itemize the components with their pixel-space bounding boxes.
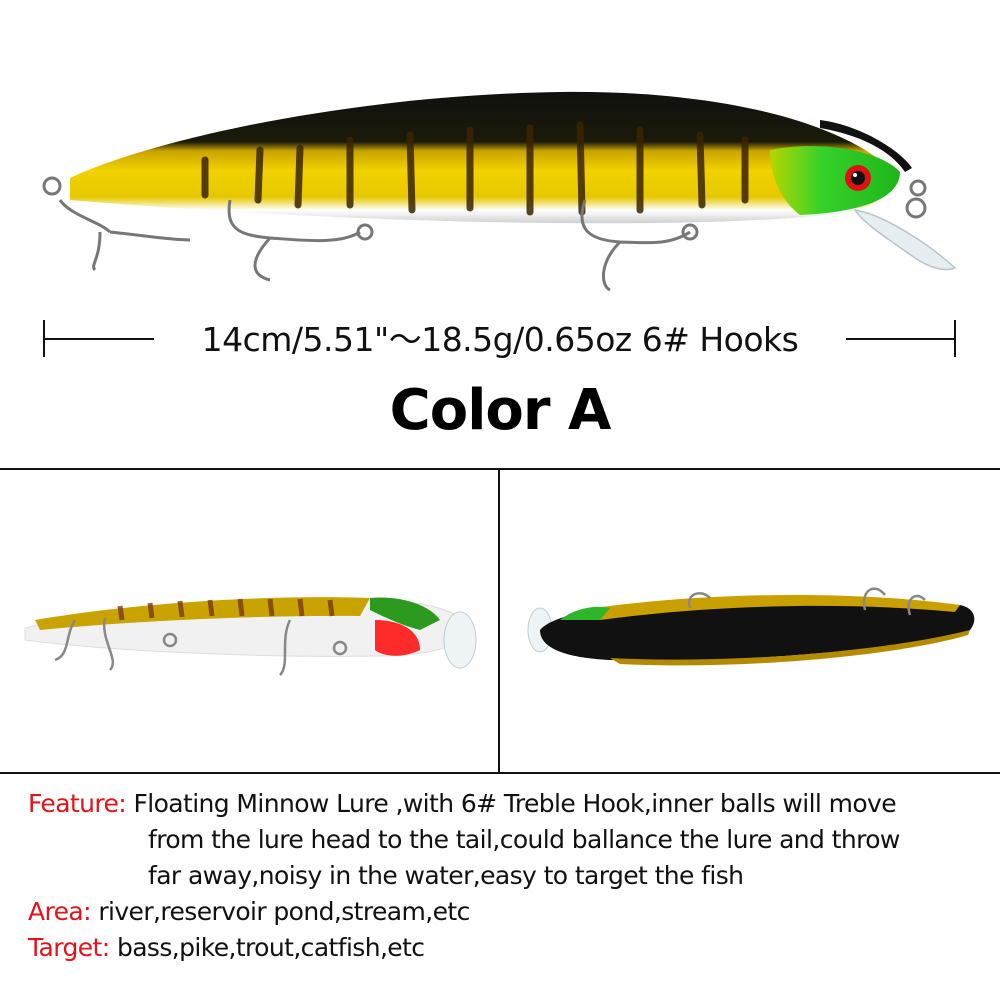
lure-side-illustration <box>42 91 957 292</box>
feature-line-2: from the lure head to the tail,could bal… <box>28 822 988 858</box>
area-line: Area: river,reservoir pond,stream,etc <box>28 894 988 930</box>
lure-belly-illustration <box>24 597 477 676</box>
target-value: bass,pike,trout,catfish,etc <box>116 933 425 962</box>
dimension-bracket-right <box>954 320 956 357</box>
dimension-line-left <box>44 338 154 340</box>
feature-text-1: Floating Minnow Lure ,with 6# Treble Hoo… <box>133 789 897 818</box>
top-view-panel <box>500 470 1000 772</box>
spec-section: Feature: Floating Minnow Lure ,with 6# T… <box>28 786 988 966</box>
area-value: river,reservoir pond,stream,etc <box>98 897 470 926</box>
feature-line-1: Feature: Floating Minnow Lure ,with 6# T… <box>28 786 988 822</box>
panel-divider <box>498 470 500 772</box>
feature-text-2: from the lure head to the tail,could bal… <box>148 825 900 854</box>
hero-lure-image <box>0 0 1000 305</box>
target-line: Target: bass,pike,trout,catfish,etc <box>28 930 988 966</box>
area-label: Area: <box>28 897 92 926</box>
belly-view-panel <box>0 470 498 772</box>
lure-top-illustration <box>527 587 975 666</box>
feature-text-3: far away,noisy in the water,easy to targ… <box>148 861 744 890</box>
dimension-row: 14cm/5.51"～18.5g/0.65oz 6# Hooks <box>0 305 1000 365</box>
dimension-text: 14cm/5.51"～18.5g/0.65oz 6# Hooks <box>201 320 799 359</box>
color-variant-title: Color A <box>389 378 612 443</box>
feature-label: Feature: <box>28 789 127 818</box>
feature-line-3: far away,noisy in the water,easy to targ… <box>28 858 988 894</box>
target-label: Target: <box>28 933 110 962</box>
dimension-line-right <box>846 338 956 340</box>
view-grid <box>0 468 1000 774</box>
